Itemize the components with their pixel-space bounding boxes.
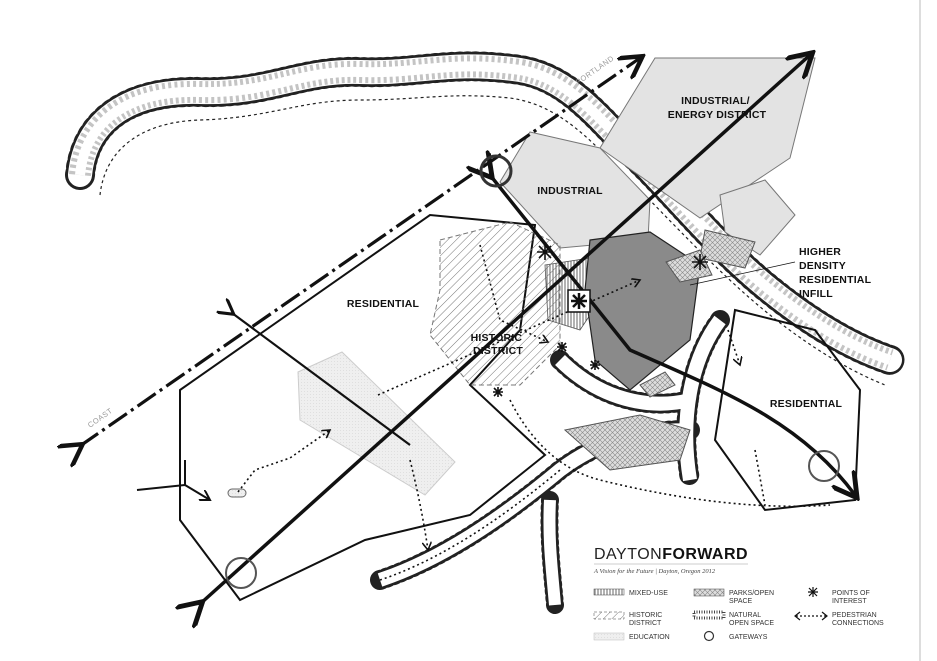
legend-swatch-mixed-use — [593, 588, 625, 596]
legend-label-education: EDUCATION — [629, 634, 670, 641]
road-network — [80, 55, 855, 604]
label-residential-east: RESIDENTIAL — [770, 398, 843, 410]
legend: DAYTONFORWARD A Vision for the Future | … — [593, 546, 884, 642]
legend-swatch-historic — [593, 611, 625, 620]
gateway-southwest — [225, 557, 257, 589]
legend-poi-icon — [808, 587, 818, 597]
label-industrial: INDUSTRIAL — [537, 185, 603, 197]
label-historic: HISTORIC DISTRICT — [471, 332, 526, 357]
legend-pedestrian-icon — [794, 611, 828, 621]
pedestrian-connections — [237, 244, 831, 581]
road-label-portland: PORTLAND — [574, 54, 616, 87]
poi-2 — [692, 254, 708, 270]
legend-swatch-parks — [693, 588, 725, 597]
poi-3 — [557, 342, 567, 352]
legend-swatch-education — [593, 632, 625, 641]
legend-brand: DAYTONFORWARD — [594, 546, 748, 563]
education-small — [227, 488, 247, 498]
points-of-interest — [493, 244, 708, 397]
gateway-north — [479, 154, 513, 188]
poi-4 — [590, 360, 600, 370]
education-area — [297, 351, 456, 496]
label-leader-higher-density — [689, 261, 796, 286]
gateway-east — [808, 450, 840, 482]
label-residential-west: RESIDENTIAL — [347, 298, 420, 310]
legend-label-gateways: GATEWAYS — [729, 634, 768, 641]
poi-1 — [537, 244, 553, 260]
legend-gateway-icon — [703, 630, 715, 642]
legend-label-mixed-use: MIXED-USE — [629, 590, 668, 597]
label-higher-density: HIGHER DENSITY RESIDENTIAL INFILL — [799, 246, 874, 300]
poi-5 — [493, 387, 503, 397]
legend-tagline: A Vision for the Future | Dayton, Oregon… — [593, 568, 716, 575]
legend-swatch-natural — [692, 610, 726, 620]
label-industrial-energy: INDUSTRIAL/ ENERGY DISTRICT — [668, 95, 767, 121]
civic-center-asterisk — [571, 293, 587, 309]
